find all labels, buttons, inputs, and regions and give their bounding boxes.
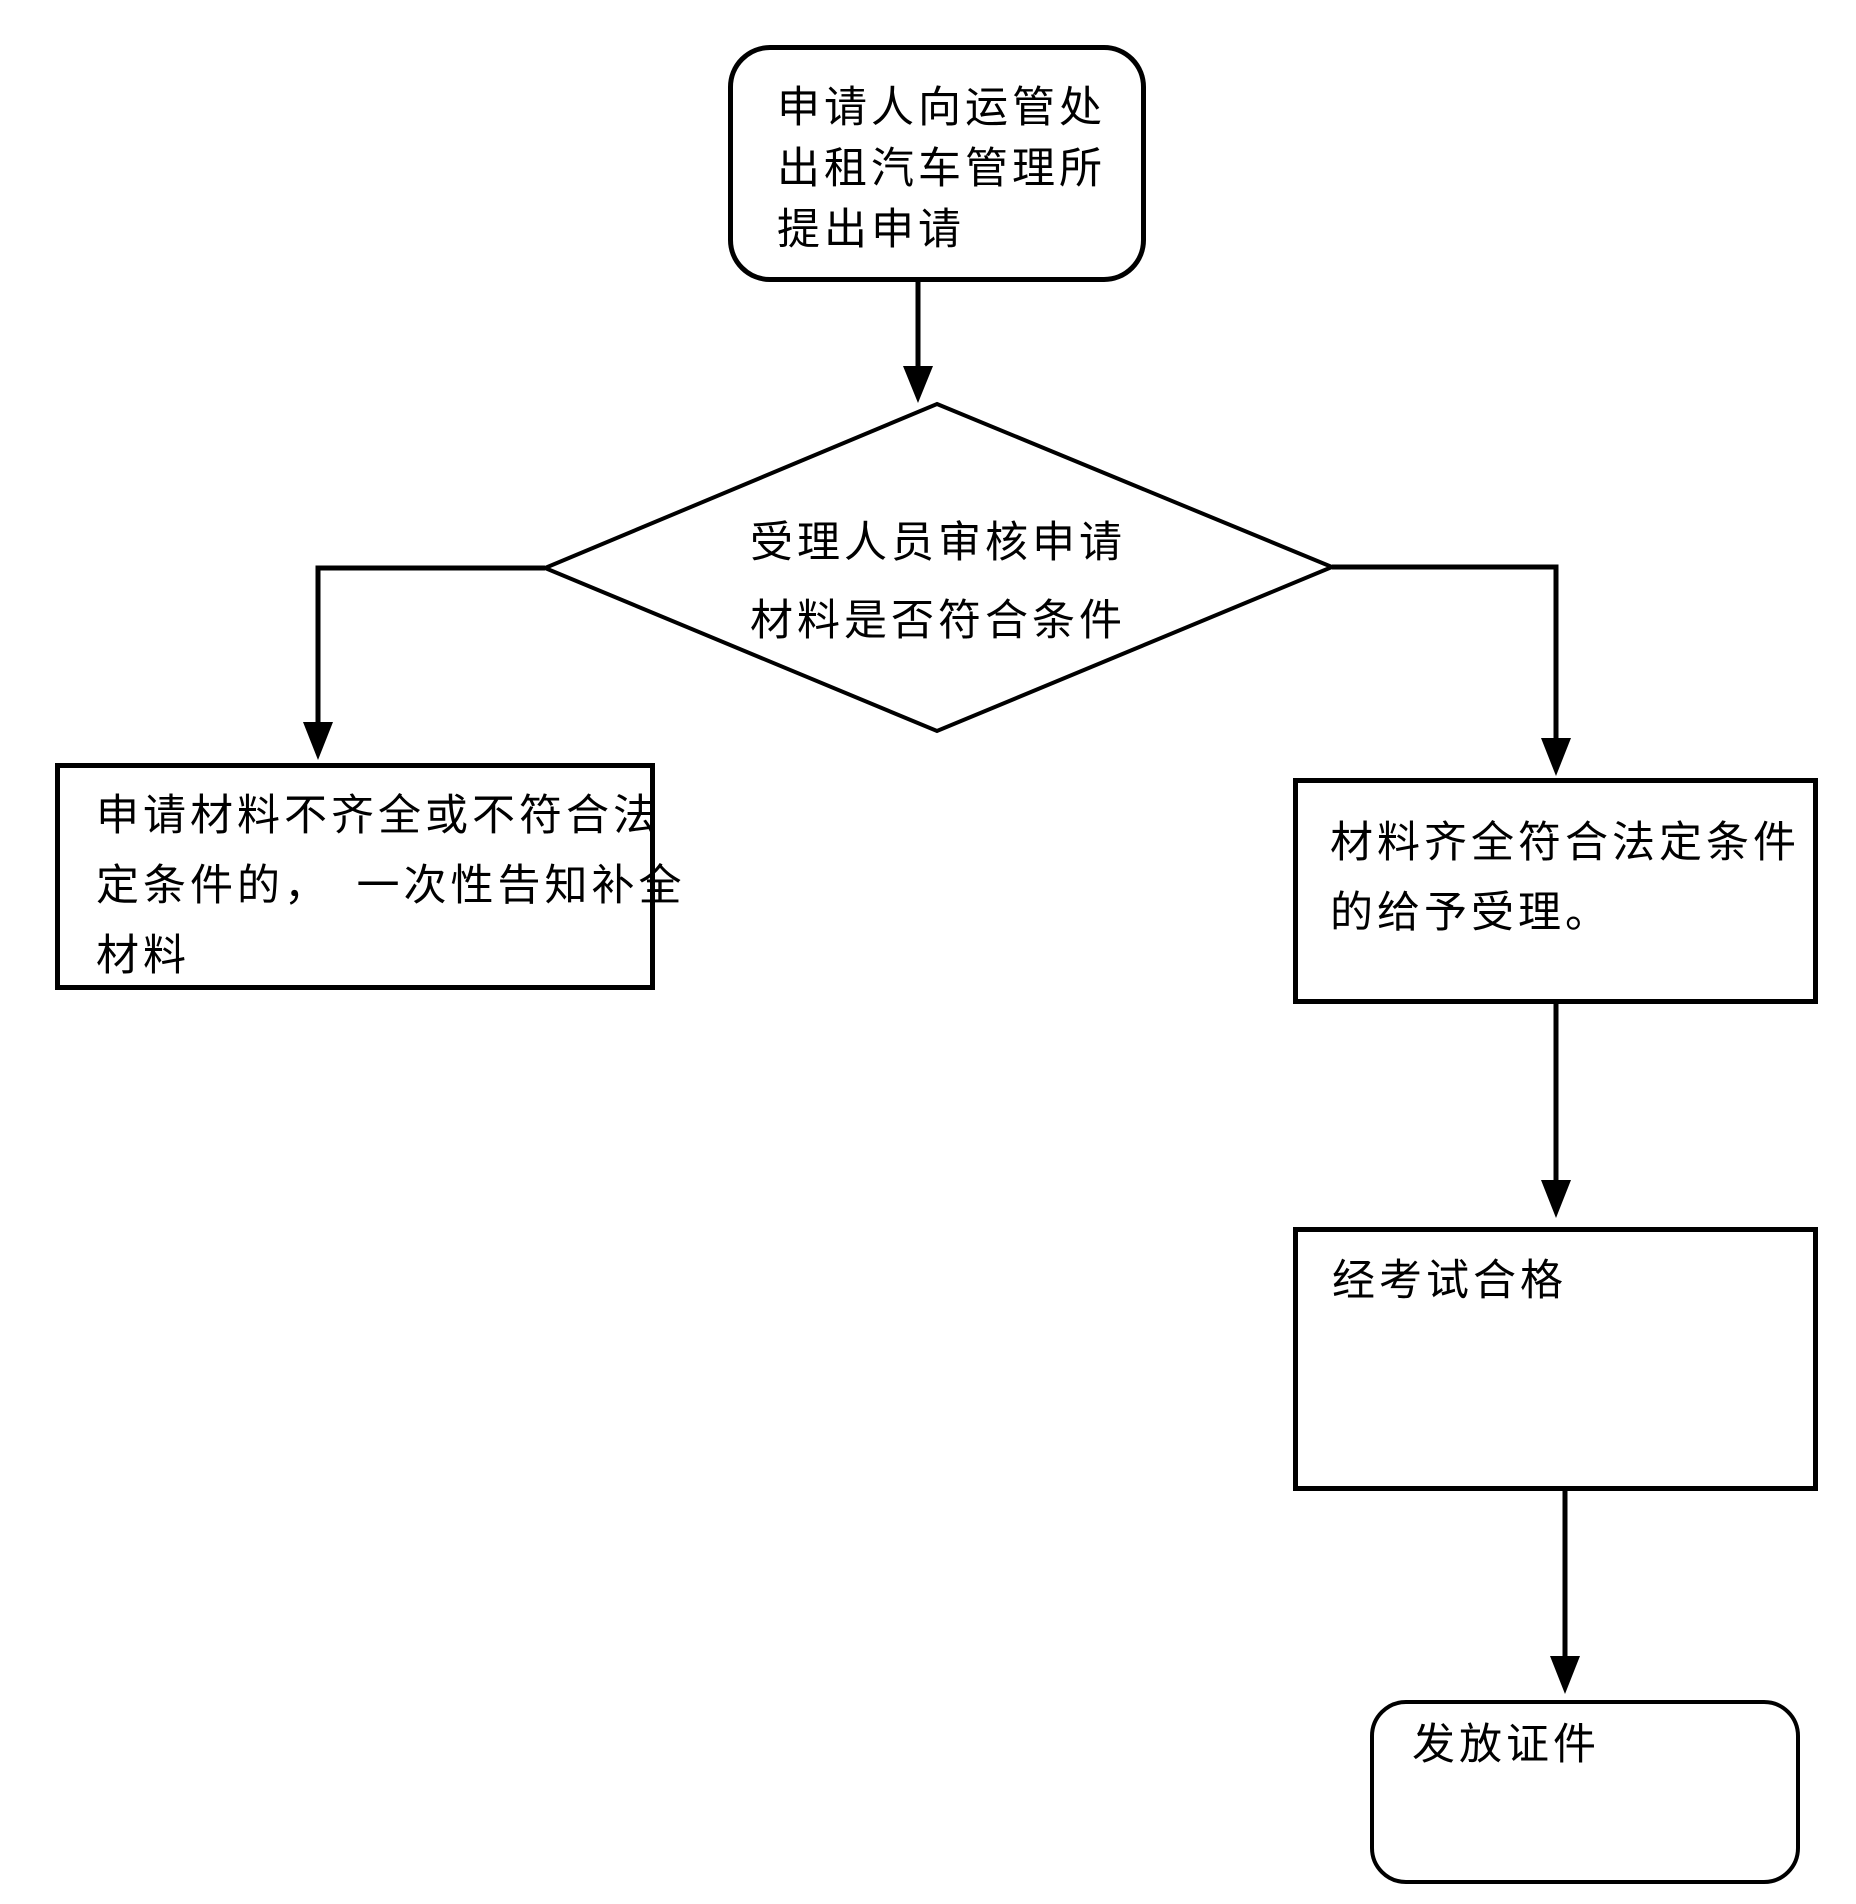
accept-node: 材料齐全符合法定条件 的给予受理。 xyxy=(1293,778,1818,1004)
decision-node-label: 受理人员审核申请 材料是否符合条件 xyxy=(688,505,1188,661)
reject-node-text-line: 定条件的， 一次性告知补全 xyxy=(96,863,686,910)
arrowhead-decision-to-accept-icon xyxy=(1541,738,1571,776)
decision-diamond-shape xyxy=(539,401,1338,734)
exam-node: 经考试合格 xyxy=(1293,1227,1818,1491)
start-node-text-line: 出租汽车管理所 xyxy=(777,146,1106,193)
start-node: 申请人向运管处 出租汽车管理所 提出申请 xyxy=(728,45,1146,282)
arrowhead-exam-to-issue-icon xyxy=(1550,1656,1580,1694)
arrowhead-decision-to-reject-icon xyxy=(303,722,333,760)
decision-node-text-line: 受理人员审核申请 xyxy=(750,520,1126,567)
connector-decision-to-accept xyxy=(1332,564,1559,740)
issue-node: 发放证件 xyxy=(1370,1700,1800,1884)
connector-decision-to-reject xyxy=(315,565,545,724)
reject-node-text-line: 材料 xyxy=(96,933,190,980)
accept-node-text-line: 材料齐全符合法定条件 xyxy=(1330,820,1800,867)
issue-node-text-line: 发放证件 xyxy=(1412,1722,1600,1769)
exam-node-text-line: 经考试合格 xyxy=(1332,1258,1567,1305)
reject-node-text-line: 申请材料不齐全或不符合法 xyxy=(96,793,660,840)
start-node-text-line: 申请人向运管处 xyxy=(777,85,1106,132)
reject-node: 申请材料不齐全或不符合法 定条件的， 一次性告知补全 材料 xyxy=(55,763,686,990)
start-node-text-line: 提出申请 xyxy=(777,207,965,254)
decision-node-text-line: 材料是否符合条件 xyxy=(750,598,1126,645)
arrowhead-accept-to-exam-icon xyxy=(1541,1180,1571,1218)
accept-node-text-line: 的给予受理。 xyxy=(1330,890,1612,937)
arrowhead-start-to-decision-icon xyxy=(903,366,933,403)
